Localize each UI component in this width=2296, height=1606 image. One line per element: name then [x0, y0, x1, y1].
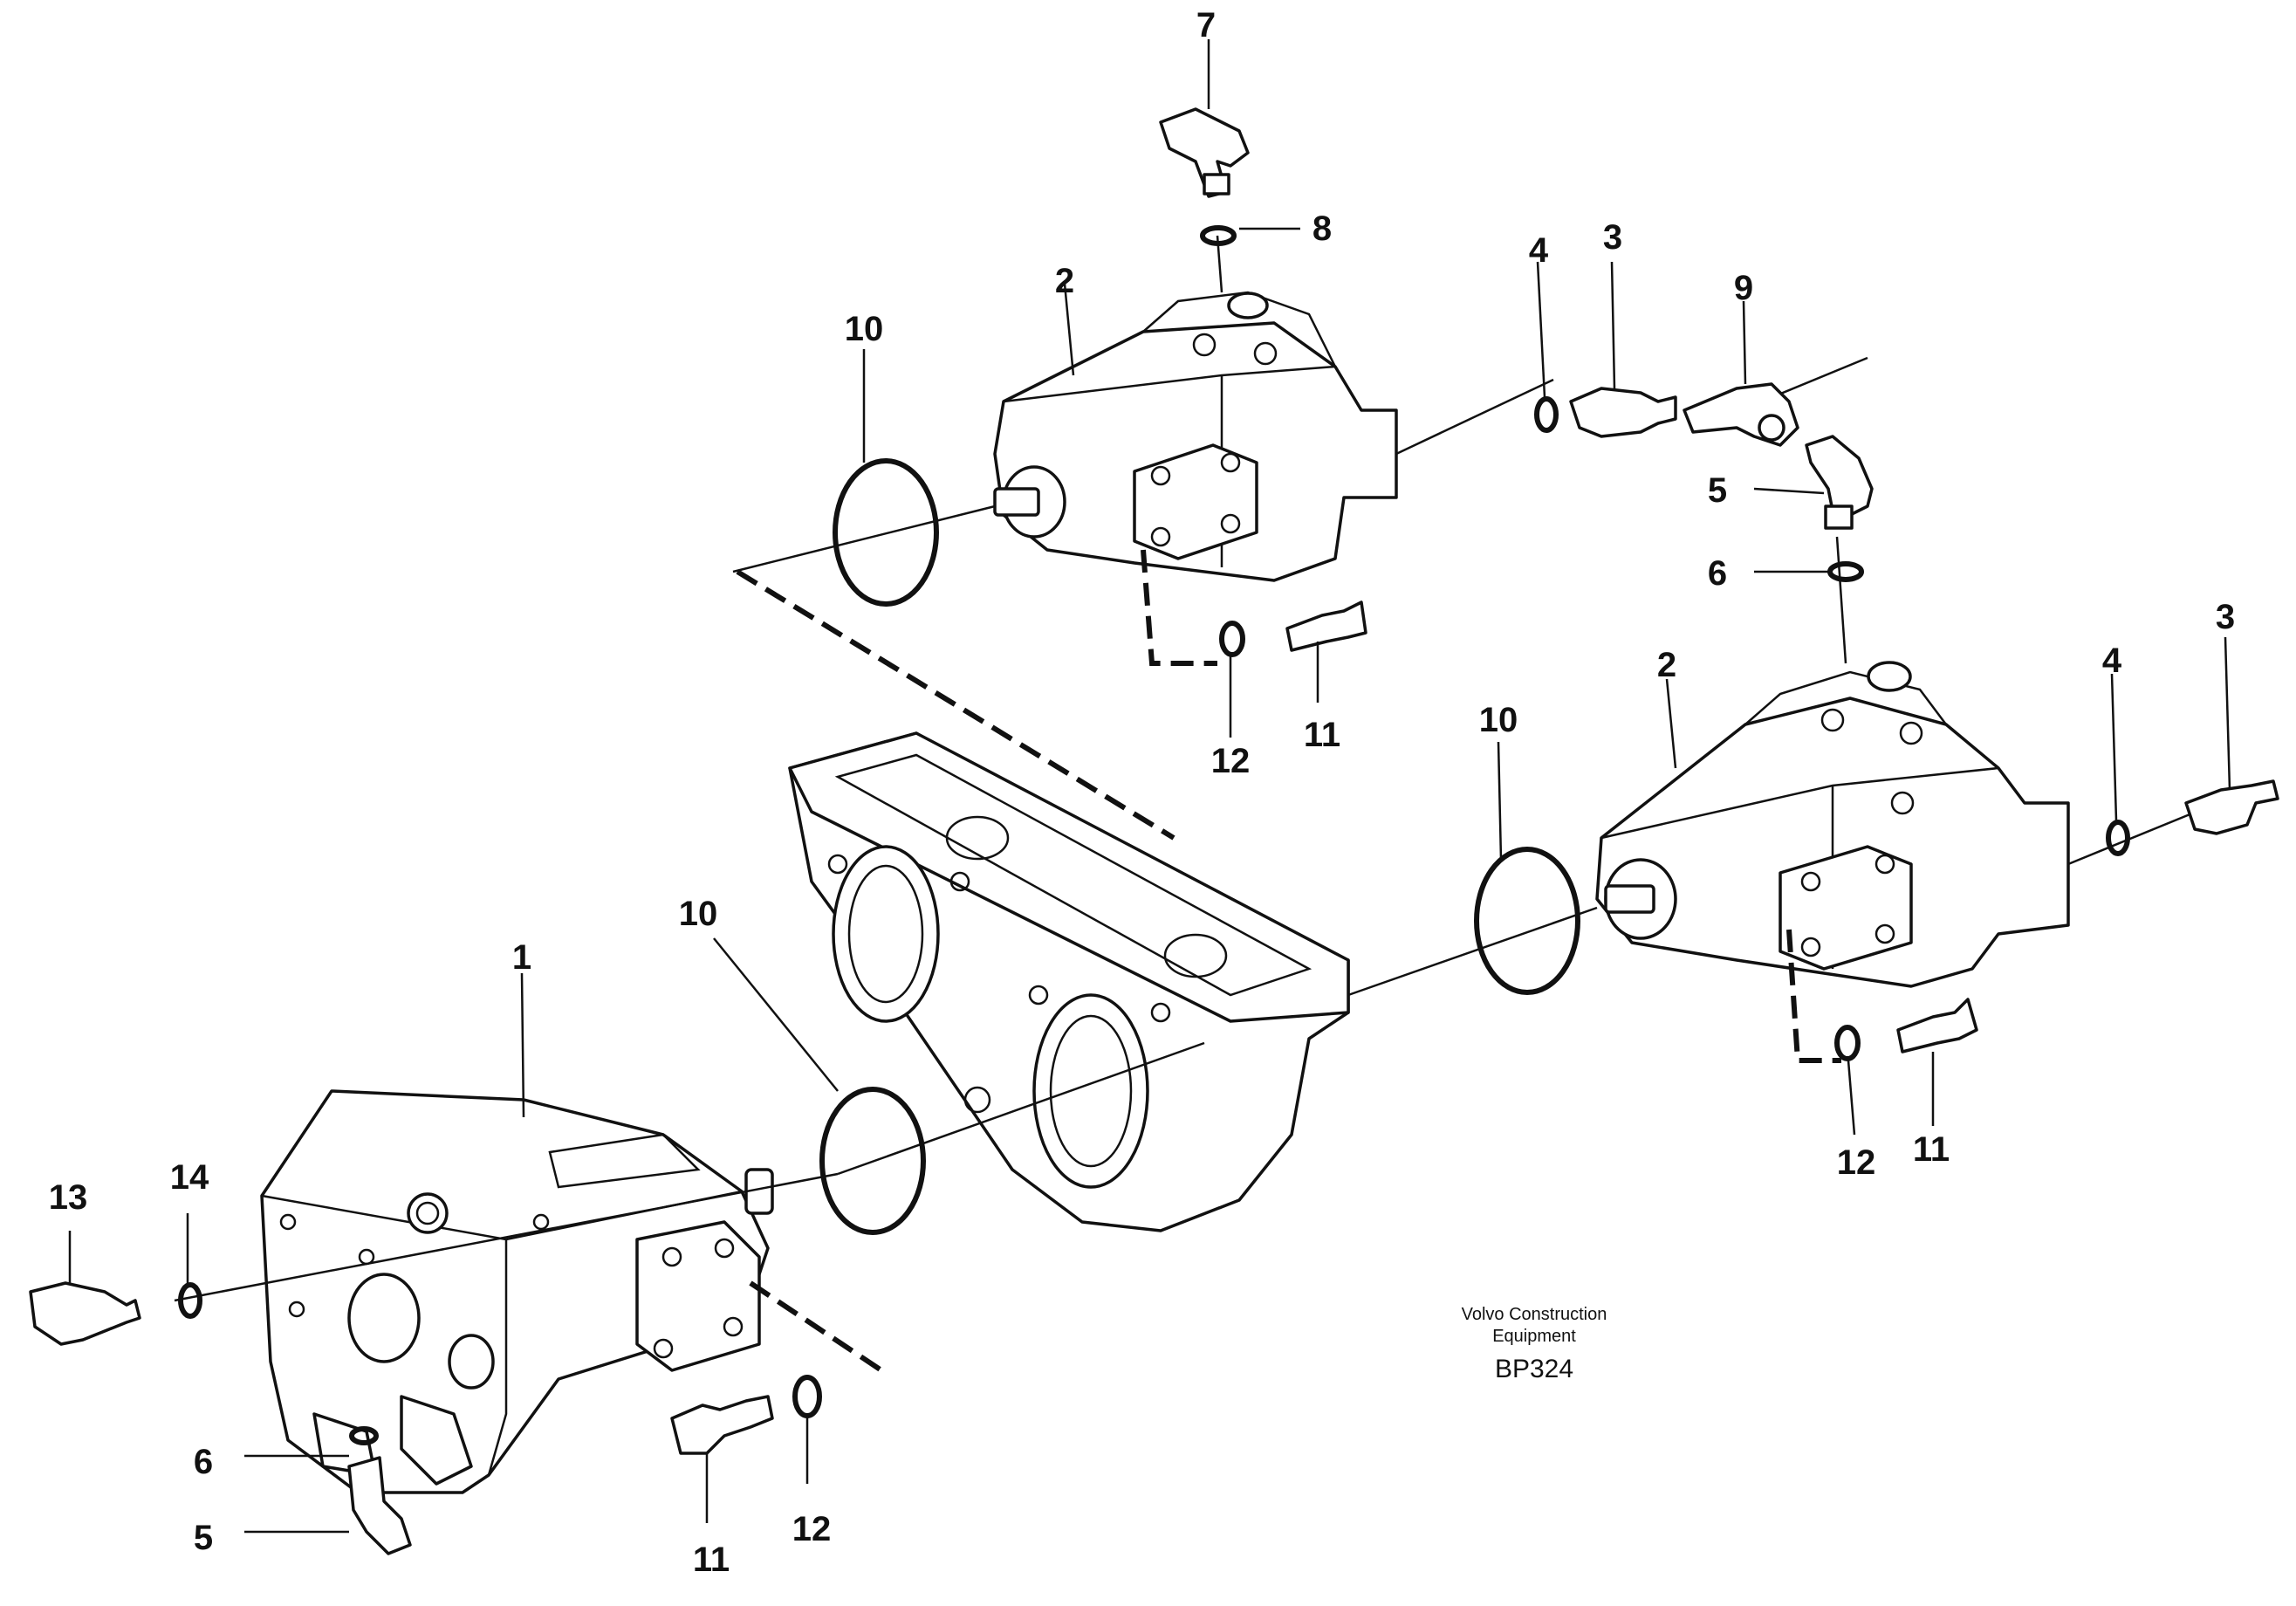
callout-11-left: 11: [693, 1541, 730, 1579]
lower-pump-2: [1595, 661, 2070, 988]
callout-2-right: 2: [1657, 646, 1676, 684]
o-ring-10-right: [1474, 847, 1580, 995]
elbow-fitting-13: [29, 1281, 141, 1346]
callout-8: 8: [1312, 209, 1332, 248]
gear-housing: [788, 731, 1350, 1232]
elbow-fitting-5-left: [347, 1456, 412, 1555]
o-rings: [178, 225, 2130, 1445]
callout-10-left: 10: [679, 895, 718, 933]
bolt-11-right: [1896, 998, 1978, 1054]
callout-6-right: 6: [1708, 554, 1727, 593]
callout-13: 13: [49, 1178, 88, 1217]
seal-ring-4-right: [2106, 820, 2130, 856]
callout-9: 9: [1734, 269, 1753, 307]
dashed-mount-lines: [736, 549, 1841, 1373]
adapter-3-upper: [1569, 387, 1677, 438]
callout-11-right: 11: [1913, 1130, 1950, 1169]
seal-ring-6-left: [349, 1426, 379, 1445]
bolt-11-left: [670, 1395, 774, 1455]
seal-ring-4-upper: [1534, 396, 1559, 433]
washer-12-upper: [1219, 621, 1245, 657]
main-pump-1: [260, 1089, 774, 1494]
adapter-3-right: [2184, 779, 2279, 835]
callout-3-right: 3: [2216, 598, 2235, 636]
callout-12-left: 12: [792, 1510, 832, 1548]
assembly-axis-lines: [174, 235, 2261, 1302]
callout-4-right: 4: [2102, 642, 2122, 680]
seal-ring-14: [178, 1282, 202, 1319]
callout-4-upper: 4: [1529, 231, 1549, 270]
callout-2-upper: 2: [1055, 262, 1074, 300]
bolt-11-upper: [1285, 601, 1367, 652]
callout-5-right: 5: [1708, 471, 1727, 510]
callout-7: 7: [1196, 6, 1216, 45]
callout-10-upper: 10: [845, 310, 884, 348]
washer-12-right: [1834, 1025, 1861, 1061]
o-ring-10-upper: [833, 458, 939, 607]
callout-14: 14: [170, 1158, 209, 1197]
drawing-credit: Volvo Construction Equipment BP324: [1462, 1305, 1607, 1383]
callout-3-upper: 3: [1603, 218, 1622, 257]
callout-10-right: 10: [1479, 701, 1518, 739]
seal-ring-8: [1200, 225, 1237, 246]
callout-numbers: 7 8 2 4 3 10 9 5 6 2 3 4 10 12 11 12 11 …: [49, 6, 2235, 1579]
callout-1: 1: [512, 938, 531, 977]
credit-line-2: Equipment: [1492, 1327, 1576, 1346]
elbow-fitting-5-right: [1805, 435, 1874, 517]
callout-5-left: 5: [194, 1519, 213, 1557]
fittings-and-bolts: [29, 107, 2279, 1555]
drawing-code: BP324: [1495, 1355, 1573, 1383]
callout-6-left: 6: [194, 1443, 213, 1481]
washer-12-left: [792, 1375, 822, 1418]
tee-fitting-7: [1159, 107, 1250, 198]
credit-line-1: Volvo Construction: [1462, 1305, 1607, 1324]
callout-12-upper: 12: [1211, 742, 1251, 780]
callout-leaders: [68, 39, 2231, 1534]
upper-pump-2: [993, 291, 1398, 582]
callout-12-right: 12: [1837, 1143, 1876, 1182]
o-ring-10-left: [819, 1087, 926, 1235]
seal-ring-6-right: [1827, 561, 1864, 582]
callout-11-upper: 11: [1304, 716, 1340, 754]
